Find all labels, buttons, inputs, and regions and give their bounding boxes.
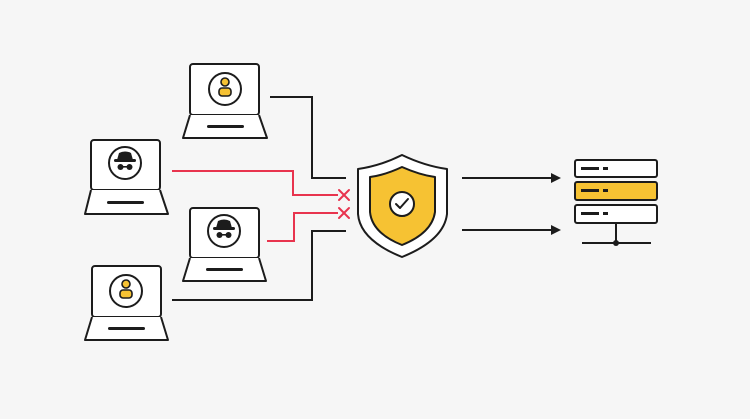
connection-shield-to-server — [462, 173, 561, 235]
laptop-hacker-left — [84, 139, 169, 215]
cross-icon — [338, 207, 350, 219]
connection-user-top — [270, 96, 346, 179]
server — [574, 159, 658, 246]
laptop-user-top — [182, 63, 268, 139]
user-icon — [208, 72, 242, 106]
cross-icon — [338, 189, 350, 201]
spy-icon — [207, 214, 241, 248]
connections — [172, 96, 346, 301]
connection-user-bottom — [172, 230, 346, 301]
shield — [357, 154, 448, 258]
spy-icon — [108, 146, 142, 180]
check-icon — [389, 191, 415, 217]
connection-hacker-middle — [267, 212, 338, 242]
user-icon — [109, 274, 143, 308]
laptop-hacker-middle — [182, 207, 267, 282]
connection-hacker-left — [172, 170, 338, 196]
server-unit-2 — [574, 181, 658, 201]
laptop-user-bottom — [84, 265, 169, 341]
server-unit-1 — [574, 159, 658, 178]
